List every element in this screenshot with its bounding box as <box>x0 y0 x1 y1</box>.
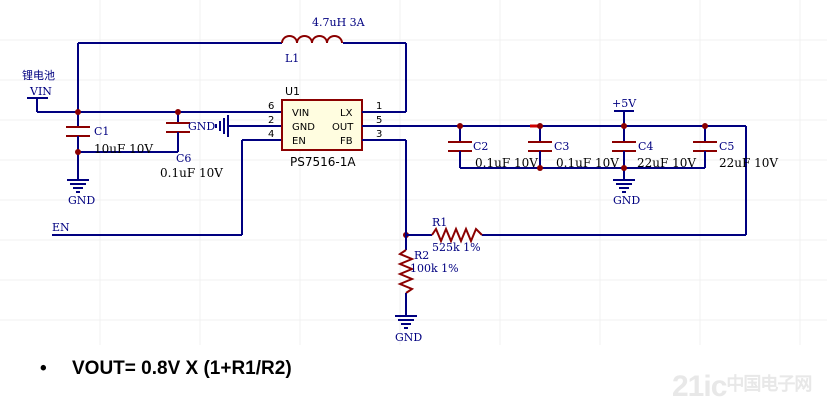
pin-gnd-name: GND <box>292 122 315 133</box>
inductor-ref: L1 <box>285 52 299 65</box>
formula-line: • VOUT= 0.8V X (1+R1/R2) <box>40 358 292 380</box>
inductor-l1 <box>281 35 343 44</box>
gnd-label-pin2: GND <box>188 120 215 133</box>
c4-ref: C4 <box>638 140 653 153</box>
ic-part-name: PS7516-1A <box>290 155 356 169</box>
junction-dots <box>75 109 708 238</box>
pin-1-number: 1 <box>376 101 382 112</box>
inductor-value: 4.7uH 3A <box>312 16 366 29</box>
resistor-r1 <box>431 226 483 244</box>
gnd-label-r2: GND <box>395 331 422 344</box>
c6-value: 0.1uF 10V <box>160 166 223 180</box>
capacitor-c1 <box>66 112 178 180</box>
schematic-diagram: 锂电池 VIN 4.7uH 3A L1 C1 10uF 10V C6 0.1uF… <box>0 0 827 345</box>
capacitor-c6 <box>166 112 190 152</box>
ground-symbol-output <box>613 179 635 193</box>
vout-net-label: +5V <box>612 97 637 110</box>
ground-symbol-r2 <box>395 315 417 329</box>
pin-4-number: 4 <box>268 129 274 140</box>
en-net-label: EN <box>52 221 70 234</box>
en-wire <box>52 139 282 236</box>
pin-fb-name: FB <box>340 136 353 147</box>
formula-bullet: • <box>40 358 47 379</box>
pin-2-number: 2 <box>268 115 274 126</box>
vin-port-symbol <box>27 97 48 112</box>
pin-5-number: 5 <box>376 115 382 126</box>
r1-ref: R1 <box>432 216 447 229</box>
r1-value: 525k 1% <box>432 241 481 254</box>
gnd-label-c1: GND <box>68 194 95 207</box>
c5-value: 22uF 10V <box>719 156 778 170</box>
watermark-cn: 中国电子网 <box>726 374 812 394</box>
c2-ref: C2 <box>473 140 488 153</box>
grid <box>0 0 827 345</box>
pin-lx-name: LX <box>340 108 353 119</box>
battery-label: 锂电池 <box>22 68 55 82</box>
c1-ref: C1 <box>94 125 109 138</box>
vin-net-label: VIN <box>29 85 52 98</box>
capacitor-c3 <box>528 126 552 168</box>
ic-ref: U1 <box>285 85 300 98</box>
capacitor-c5 <box>693 126 717 168</box>
gnd-label-output: GND <box>613 194 640 207</box>
c3-ref: C3 <box>554 140 569 153</box>
c6-ref: C6 <box>176 152 191 165</box>
c2-value: 0.1uF 10V <box>475 156 538 170</box>
c1-value: 10uF 10V <box>94 142 153 156</box>
ground-symbol-pin2 <box>215 115 282 137</box>
formula-text: VOUT= 0.8V X (1+R1/R2) <box>72 358 292 379</box>
pin-out-name: OUT <box>332 122 354 133</box>
pin-3-number: 3 <box>376 129 382 140</box>
watermark-logo: 21ic中国电子网 <box>672 370 812 404</box>
c4-value: 22uF 10V <box>637 156 696 170</box>
capacitor-c4 <box>612 126 636 180</box>
c3-value: 0.1uF 10V <box>556 156 619 170</box>
watermark-brand: 21ic <box>672 370 727 403</box>
output-bus-wire <box>362 125 747 235</box>
pin-vin-name: VIN <box>292 108 309 119</box>
capacitor-c2 <box>448 126 472 168</box>
c5-ref: C5 <box>719 140 734 153</box>
pin-6-number: 6 <box>268 101 274 112</box>
feedback-wire <box>362 139 746 248</box>
pin-en-name: EN <box>292 136 306 147</box>
r2-ref: R2 <box>414 249 429 262</box>
ground-symbol-c1 <box>67 179 89 193</box>
resistor-r2 <box>397 248 415 316</box>
r2-value: 100k 1% <box>410 262 459 275</box>
